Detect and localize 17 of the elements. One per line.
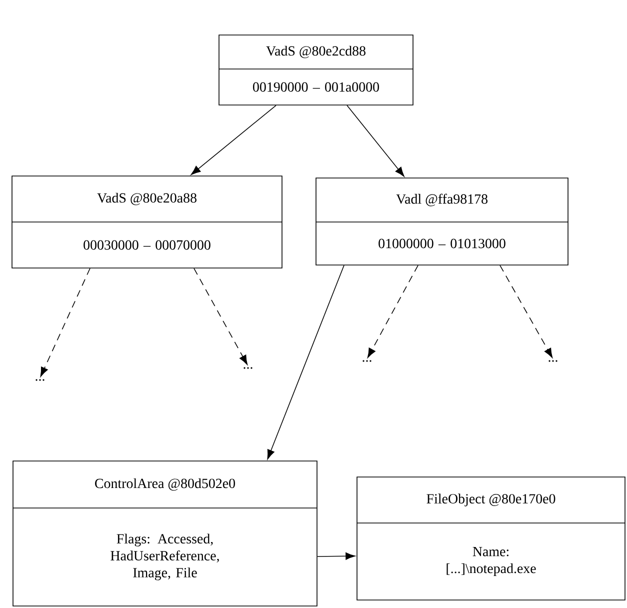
arrow	[317, 552, 356, 560]
record-box: VadS @80e20a88 00030000 – 00070000	[12, 176, 282, 268]
record-box: VadS @80e2cd88 00190000 – 001a0000	[218, 34, 414, 106]
dashed-arrow	[500, 265, 553, 358]
dashed-arrow	[194, 268, 248, 365]
arrow	[346, 105, 404, 177]
record-box: ControlArea @80d502e0 Flags: Accessed, HadUserReference, Image, File	[12, 460, 318, 606]
dashed-arrow	[367, 265, 418, 358]
ellipsis-text: ...	[362, 360, 372, 362]
record-box: Vadl @ffa98178 01000000 – 01013000	[316, 178, 568, 266]
arrow	[190, 105, 276, 175]
arrow	[267, 265, 344, 460]
record-box: FileObject @80e170e0 Name: [...]\notepad.exe	[356, 476, 626, 600]
ellipsis-text: ...	[36, 379, 44, 381]
dashed-arrow	[40, 268, 90, 377]
ellipsis-text: ...	[548, 360, 558, 362]
ellipsis-text: ...	[244, 367, 252, 369]
